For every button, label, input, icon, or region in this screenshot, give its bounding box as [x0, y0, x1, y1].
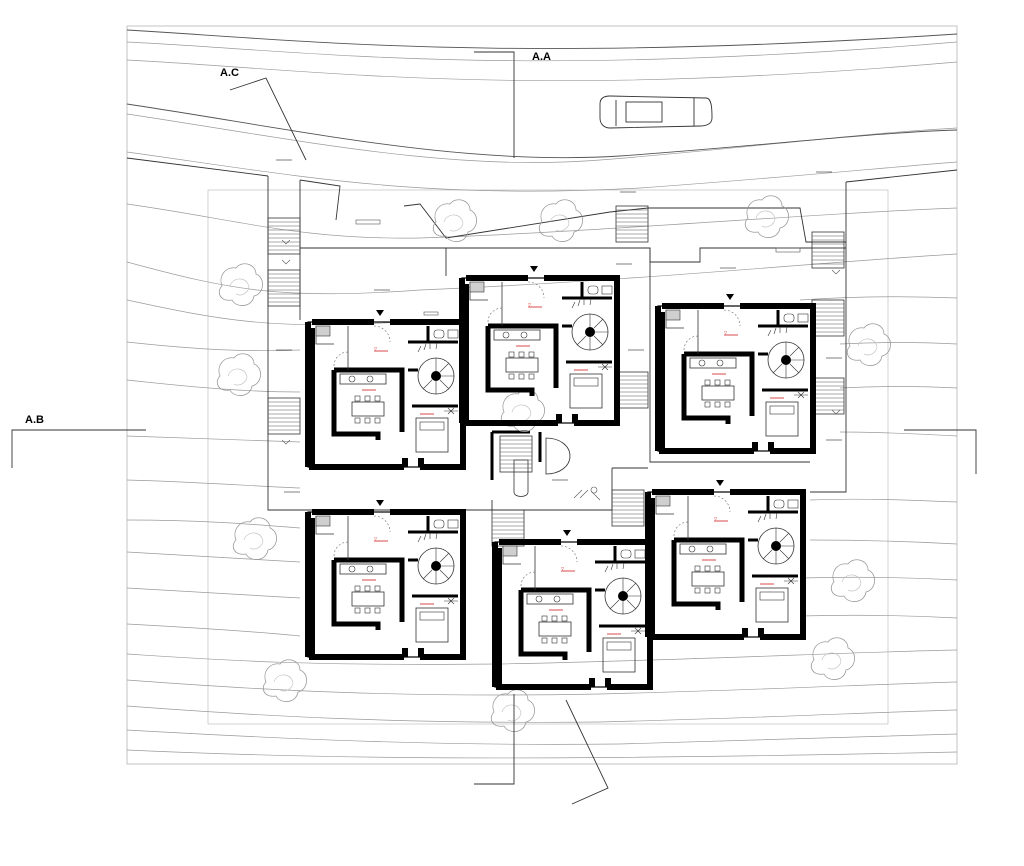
stair-run: [811, 299, 845, 337]
section-line-a-c: [229, 77, 609, 805]
site-boundary: [207, 189, 889, 725]
contour-lines: [126, 41, 958, 759]
central-core: [490, 430, 542, 480]
tree-icon: [830, 559, 875, 602]
car-icon: [599, 95, 713, 129]
tree-icon: [432, 199, 477, 242]
stair-run: [811, 377, 845, 415]
tree-icon: [218, 263, 263, 306]
tree-icon: [216, 353, 261, 396]
level-marker-icon: [276, 159, 842, 493]
tree-icon: [538, 199, 583, 242]
tree-icon: [810, 637, 855, 680]
section-label-a-c: A.C: [220, 67, 239, 79]
door-mark: [281, 239, 841, 445]
section-line-a-b: [11, 429, 977, 474]
stair-run: [267, 397, 301, 435]
dwelling-unit: [658, 294, 813, 451]
tree-icon: [262, 659, 307, 702]
dwelling-unit: [462, 266, 617, 423]
road: [126, 29, 958, 159]
dwelling-unit: [648, 480, 803, 637]
stair-run: [267, 217, 301, 255]
tree-icon: [744, 195, 789, 238]
stair-run: [267, 269, 301, 307]
section-label-a-a: A.A: [532, 51, 551, 63]
stair-run: [615, 371, 649, 409]
tree-icon: [490, 689, 535, 732]
section-label-a-b: A.B: [25, 414, 44, 426]
stair-run: [611, 489, 645, 527]
dwelling-unit: [308, 310, 463, 467]
tree-icon: [232, 517, 277, 560]
drawing-frame: [126, 25, 958, 765]
tree-icon: [846, 323, 891, 366]
section-line-a-a: [474, 51, 515, 785]
stair-run: [615, 205, 649, 243]
dwelling-unit: [308, 500, 463, 657]
